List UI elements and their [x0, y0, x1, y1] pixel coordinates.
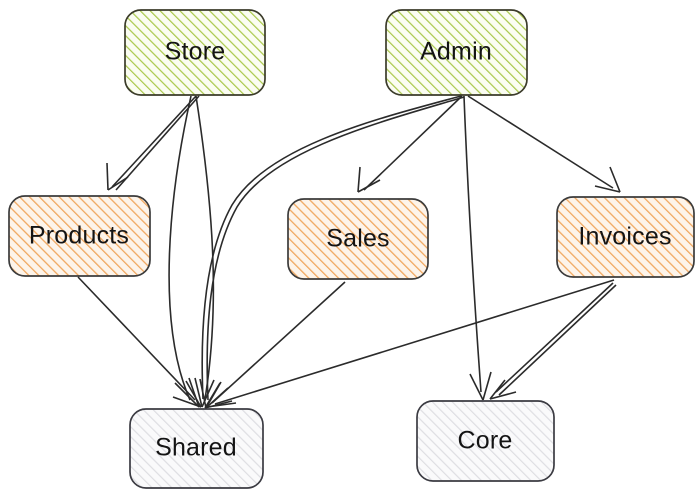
edge-store-shared-right [194, 95, 215, 408]
node-shared[interactable]: Shared [129, 408, 264, 489]
node-label-invoices: Invoices [578, 223, 671, 251]
node-label-shared: Shared [155, 434, 237, 462]
nodes-layer: Store Admin Products Sales Invoices Shar [8, 9, 695, 489]
edges-layer [77, 95, 621, 409]
node-label-sales: Sales [326, 225, 390, 253]
edge-store-products [106, 95, 200, 191]
edge-admin-core [463, 95, 492, 401]
node-invoices[interactable]: Invoices [556, 196, 695, 278]
node-label-products: Products [29, 222, 129, 250]
edge-admin-invoices [467, 95, 621, 193]
node-admin[interactable]: Admin [385, 9, 528, 96]
edge-admin-sales [357, 95, 463, 193]
node-label-core: Core [458, 427, 513, 455]
node-sales[interactable]: Sales [287, 198, 429, 280]
edge-invoices-shared [206, 279, 615, 408]
node-products[interactable]: Products [8, 195, 151, 277]
edge-invoices-core [489, 282, 617, 400]
node-core[interactable]: Core [416, 400, 555, 482]
node-store[interactable]: Store [124, 9, 266, 96]
node-label-admin: Admin [420, 38, 492, 66]
edge-store-shared-left [168, 95, 200, 408]
node-label-store: Store [165, 38, 226, 66]
edge-products-shared [77, 276, 202, 408]
